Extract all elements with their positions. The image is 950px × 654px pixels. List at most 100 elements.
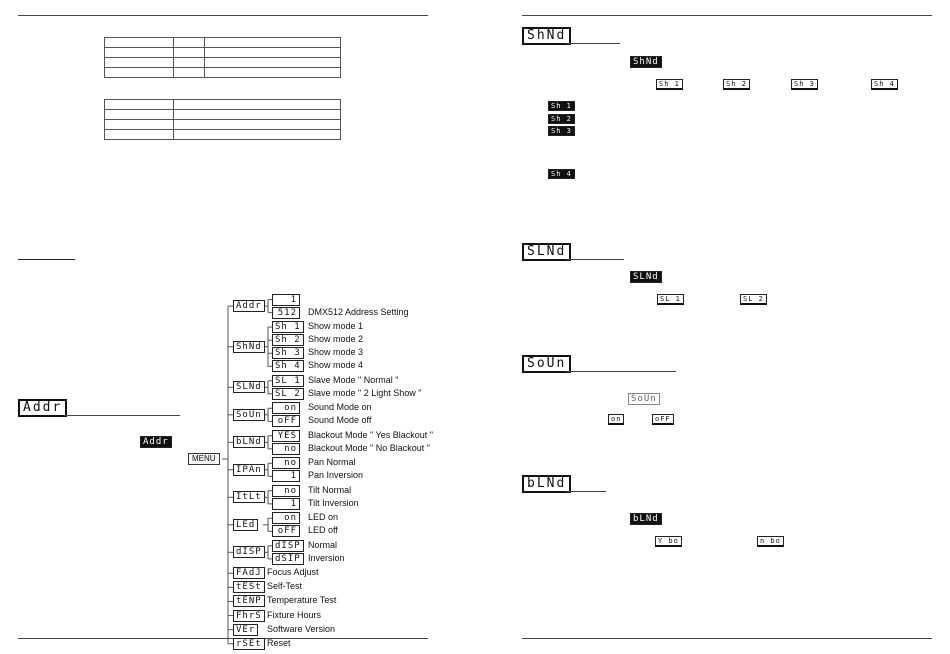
menu-soun-option-1[interactable]: on (272, 402, 300, 415)
soun-option-on: on (608, 414, 625, 425)
menu-ipan-display[interactable]: IPAn (233, 463, 265, 476)
menu-led-display[interactable]: LEd (233, 518, 259, 531)
menu-fadj-display[interactable]: FAdJ (233, 567, 265, 580)
slnd-heading-display: SLNd (522, 243, 572, 261)
blnd-heading-rule (566, 491, 606, 492)
menu-ver-display[interactable]: VEr (233, 623, 259, 636)
menu-addr-option-2-label: DMX512 Address Setting (308, 306, 409, 317)
soun-heading-rule (566, 371, 676, 372)
blnd-heading-display: bLNd (522, 475, 572, 493)
spec-table-1 (104, 37, 341, 78)
menu-rset-display[interactable]: rSEt (233, 637, 265, 650)
menu-slnd-option-1[interactable]: SL 1 (272, 374, 304, 387)
menu-addr-display[interactable]: Addr (233, 300, 265, 313)
shnd-list-4: Sh 4 (548, 169, 575, 179)
slnd-inline-display: SLNd (630, 271, 662, 283)
menu-ipan-option-2-label: Pan Inversion (308, 470, 364, 481)
shnd-list-1: Sh 1 (548, 101, 575, 111)
menu-shnd-option-4-label: Show mode 4 (308, 360, 364, 371)
section-underline (18, 259, 75, 260)
menu-shnd-option-2-label: Show mode 2 (308, 334, 364, 345)
addr-heading-rule (64, 415, 180, 416)
right-top-rule (522, 15, 932, 16)
menu-tilt-option-2[interactable]: 1 (272, 497, 300, 510)
slnd-option-1: SL 1 (657, 294, 684, 305)
shnd-list-2: Sh 2 (548, 114, 575, 124)
shnd-heading-display: ShNd (522, 27, 572, 45)
menu-slnd-display[interactable]: SLNd (233, 381, 265, 394)
blnd-option-no: n bo (757, 536, 784, 547)
table-row (104, 67, 341, 78)
menu-shnd-option-4[interactable]: Sh 4 (272, 360, 304, 373)
shnd-inline-display: ShNd (630, 56, 662, 68)
soun-inline-display: SoUn (628, 393, 660, 405)
shnd-option-1: Sh 1 (656, 79, 683, 90)
menu-disp-option-2[interactable]: dSIP (272, 552, 304, 565)
menu-ipan-option-2[interactable]: 1 (272, 470, 300, 483)
menu-tilt-option-2-label: Tilt Inversion (308, 497, 359, 508)
menu-shnd-option-1-label: Show mode 1 (308, 321, 364, 332)
menu-led-option-1[interactable]: on (272, 512, 300, 525)
shnd-option-4: Sh 4 (871, 79, 898, 90)
menu-addr-option-2[interactable]: 512 (272, 306, 300, 319)
menu-fhrs-label: Fixture Hours (267, 609, 322, 620)
menu-disp-option-1[interactable]: dISP (272, 539, 304, 552)
blnd-inline-display: bLNd (630, 513, 662, 525)
menu-fadj-label: Focus Adjust (267, 567, 319, 578)
menu-shnd-option-3[interactable]: Sh 3 (272, 347, 304, 360)
menu-blnd-display[interactable]: bLNd (233, 436, 265, 449)
menu-ipan-option-1[interactable]: no (272, 457, 300, 470)
menu-led-option-2[interactable]: oFF (272, 525, 300, 538)
table-row (104, 129, 341, 140)
menu-button[interactable]: MENU (188, 453, 220, 465)
soun-option-off: oFF (652, 414, 674, 425)
menu-tilt-option-1-label: Tilt Normal (308, 484, 352, 495)
shnd-list-3: Sh 3 (548, 126, 575, 136)
menu-temp-display[interactable]: tENP (233, 595, 265, 608)
addr-inline-display: Addr (140, 436, 172, 448)
spec-table-2 (104, 99, 341, 140)
addr-heading-display: Addr (18, 399, 68, 417)
menu-slnd-option-2[interactable]: SL 2 (272, 387, 304, 400)
menu-blnd-option-1-label: Blackout Mode " Yes Blackout " (308, 429, 433, 440)
menu-tilt-option-1[interactable]: no (272, 484, 300, 497)
slnd-option-2: SL 2 (740, 294, 767, 305)
menu-disp-option-2-label: Inversion (308, 552, 345, 563)
menu-test-label: Self-Test (267, 581, 303, 592)
menu-rset-label: Reset (267, 637, 291, 648)
slnd-heading-rule (566, 259, 624, 260)
menu-slnd-option-1-label: Slave Mode " Normal " (308, 374, 399, 385)
menu-led-option-2-label: LED off (308, 525, 338, 536)
menu-soun-option-1-label: Sound Mode on (308, 402, 372, 413)
menu-blnd-option-1[interactable]: YES (272, 429, 300, 442)
menu-addr-option-1[interactable]: 1 (272, 293, 300, 306)
menu-soun-option-2-label: Sound Mode off (308, 415, 372, 426)
menu-soun-display[interactable]: SoUn (233, 408, 265, 421)
menu-disp-option-1-label: Normal (308, 539, 338, 550)
right-bottom-rule (522, 638, 932, 639)
menu-blnd-option-2[interactable]: no (272, 442, 300, 455)
menu-test-display[interactable]: tESt (233, 581, 265, 594)
shnd-heading-rule (566, 43, 620, 44)
menu-shnd-option-1[interactable]: Sh 1 (272, 321, 304, 334)
shnd-option-2: Sh 2 (723, 79, 750, 90)
menu-led-option-1-label: LED on (308, 512, 339, 523)
blnd-option-yes: Y bo (655, 536, 682, 547)
shnd-option-3: Sh 3 (791, 79, 818, 90)
menu-tree-lines (222, 299, 272, 645)
menu-soun-option-2[interactable]: oFF (272, 415, 300, 428)
menu-shnd-option-3-label: Show mode 3 (308, 347, 364, 358)
menu-slnd-option-2-label: Slave mode " 2 Light Show " (308, 387, 422, 398)
left-bottom-rule (18, 638, 428, 639)
menu-shnd-option-2[interactable]: Sh 2 (272, 334, 304, 347)
menu-ver-label: Software Version (267, 623, 336, 634)
menu-disp-display[interactable]: dISP (233, 546, 265, 559)
menu-tilt-display[interactable]: ItLt (233, 491, 265, 504)
menu-fhrs-display[interactable]: FhrS (233, 609, 265, 622)
soun-heading-display: SoUn (522, 355, 572, 373)
menu-shnd-display[interactable]: ShNd (233, 340, 265, 353)
left-top-rule (18, 15, 428, 16)
menu-temp-label: Temperature Test (267, 595, 337, 606)
menu-blnd-option-2-label: Blackout Mode " No Blackout " (308, 442, 430, 453)
menu-ipan-option-1-label: Pan Normal (308, 457, 356, 468)
